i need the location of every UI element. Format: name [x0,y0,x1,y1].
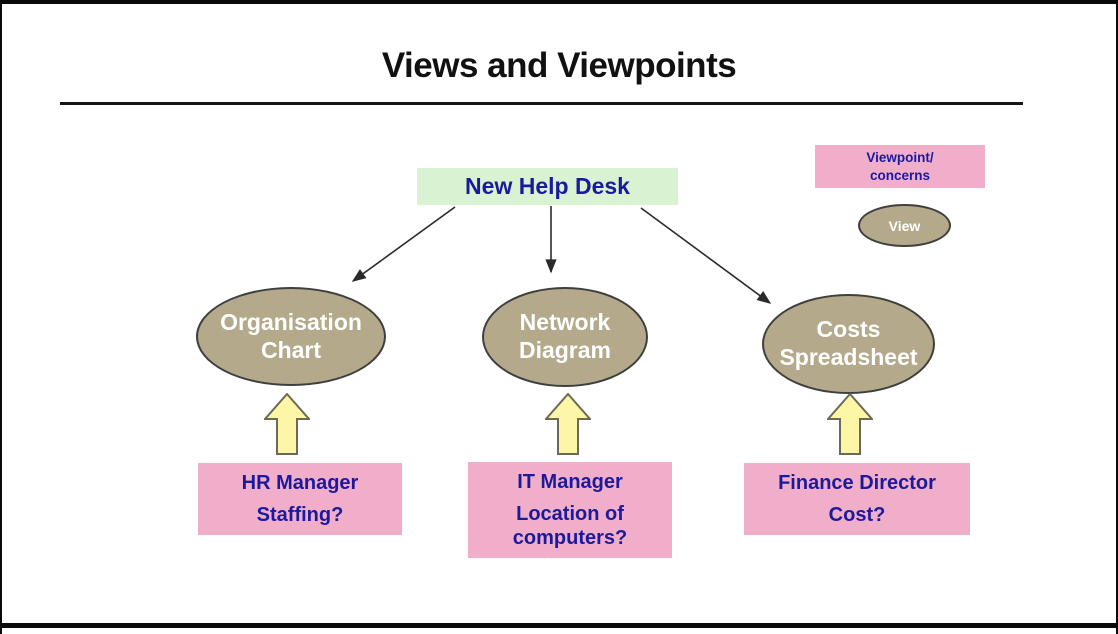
title-underline [60,102,1023,105]
viewpoint-box-hr-manager: HR Manager Staffing? [198,463,402,535]
viewpoint-concern: Staffing? [256,504,344,526]
viewpoint-concern: Location of computers? [512,503,628,549]
connector-arrow-costs-spreadsheet [640,207,772,304]
connector-arrow-organisation-chart [351,206,456,282]
viewpoint-box-it-manager: IT Manager Location of computers? [468,462,672,558]
up-arrow-icon-it [545,393,591,455]
right-border-bar [1116,0,1118,634]
view-ellipse-costs-spreadsheet: Costs Spreadsheet [762,294,935,394]
top-border-bar [0,0,1118,4]
viewpoint-concern: Cost? [828,504,886,526]
slide-title: Views and Viewpoints [381,46,737,85]
legend-view-ellipse: View [858,204,951,247]
up-arrow-icon-hr [264,393,310,455]
viewpoint-role: IT Manager [517,471,623,493]
up-arrow-icon-finance [827,393,873,455]
viewpoint-box-finance-director: Finance Director Cost? [744,463,970,535]
bottom-border-bar [0,623,1118,628]
viewpoint-role: HR Manager [241,472,359,494]
legend-viewpoint-concerns: Viewpoint/ concerns [815,145,985,188]
left-border-bar [0,0,2,634]
viewpoint-role: Finance Director [778,472,936,494]
view-ellipse-organisation-chart: Organisation Chart [196,287,386,386]
view-ellipse-network-diagram: Network Diagram [482,287,648,387]
root-node-new-help-desk: New Help Desk [417,168,678,205]
